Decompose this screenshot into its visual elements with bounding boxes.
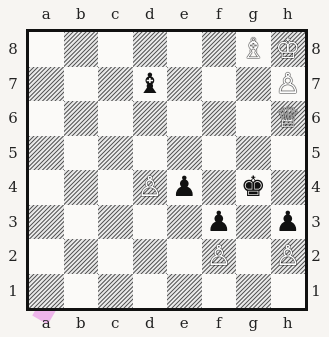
square-d8[interactable] [133,32,168,67]
file-label-c-bottom: c [105,314,125,332]
square-f1[interactable] [202,274,237,309]
black-pawn-e4[interactable]: ♟ [167,170,202,205]
square-c4[interactable] [98,170,133,205]
square-e5[interactable] [167,136,202,171]
square-b5[interactable] [64,136,99,171]
white-pawn-d4[interactable]: ♙ [133,170,168,205]
square-a7[interactable] [29,67,64,102]
square-f7[interactable] [202,67,237,102]
square-c2[interactable] [98,239,133,274]
chess-board: ♔♗♙♕♙♙♙♝♟♚♟♟ [26,29,308,311]
square-c3[interactable] [98,205,133,240]
square-g1[interactable] [236,274,271,309]
white-pawn-h7[interactable]: ♙ [271,67,306,102]
file-label-e-bottom: e [174,314,194,332]
file-label-g-top: g [243,5,263,23]
square-e3[interactable] [167,205,202,240]
black-king-g4[interactable]: ♚ [236,170,271,205]
square-e1[interactable] [167,274,202,309]
rank-label-7-right: 7 [306,75,326,93]
file-label-a-bottom: a [36,314,56,332]
white-bishop-g8[interactable]: ♗ [236,32,271,67]
white-king-h8[interactable]: ♔ [271,32,306,67]
rank-label-4-right: 4 [306,178,326,196]
square-a4[interactable] [29,170,64,205]
square-b4[interactable] [64,170,99,205]
square-a5[interactable] [29,136,64,171]
rank-label-4-left: 4 [3,178,23,196]
square-a8[interactable] [29,32,64,67]
file-label-f-bottom: f [209,314,229,332]
square-f6[interactable] [202,101,237,136]
square-d2[interactable] [133,239,168,274]
square-c6[interactable] [98,101,133,136]
rank-label-3-right: 3 [306,213,326,231]
square-d3[interactable] [133,205,168,240]
square-d6[interactable] [133,101,168,136]
rank-label-3-left: 3 [3,213,23,231]
file-label-a-top: a [36,5,56,23]
square-g7[interactable] [236,67,271,102]
file-label-h-bottom: h [278,314,298,332]
square-f4[interactable] [202,170,237,205]
square-f5[interactable] [202,136,237,171]
square-g6[interactable] [236,101,271,136]
file-label-c-top: c [105,5,125,23]
rank-label-2-right: 2 [306,247,326,265]
square-c5[interactable] [98,136,133,171]
square-h5[interactable] [271,136,306,171]
rank-label-1-left: 1 [3,282,23,300]
rank-label-8-right: 8 [306,40,326,58]
square-h1[interactable] [271,274,306,309]
square-b2[interactable] [64,239,99,274]
black-bishop-d7[interactable]: ♝ [133,67,168,102]
file-label-d-top: d [140,5,160,23]
square-a2[interactable] [29,239,64,274]
square-g2[interactable] [236,239,271,274]
square-g3[interactable] [236,205,271,240]
square-b8[interactable] [64,32,99,67]
white-queen-h6[interactable]: ♕ [271,101,306,136]
rank-label-1-right: 1 [306,282,326,300]
square-c7[interactable] [98,67,133,102]
square-h4[interactable] [271,170,306,205]
rank-label-7-left: 7 [3,75,23,93]
file-label-d-bottom: d [140,314,160,332]
black-pawn-h3[interactable]: ♟ [271,205,306,240]
square-c8[interactable] [98,32,133,67]
square-f8[interactable] [202,32,237,67]
square-e6[interactable] [167,101,202,136]
square-e7[interactable] [167,67,202,102]
rank-label-6-left: 6 [3,109,23,127]
rank-label-5-right: 5 [306,144,326,162]
black-pawn-f3[interactable]: ♟ [202,205,237,240]
rank-label-6-right: 6 [306,109,326,127]
file-label-e-top: e [174,5,194,23]
white-pawn-h2[interactable]: ♙ [271,239,306,274]
rank-label-5-left: 5 [3,144,23,162]
square-b7[interactable] [64,67,99,102]
file-label-b-bottom: b [71,314,91,332]
rank-label-8-left: 8 [3,40,23,58]
file-label-b-top: b [71,5,91,23]
square-b1[interactable] [64,274,99,309]
square-e8[interactable] [167,32,202,67]
square-g5[interactable] [236,136,271,171]
square-a6[interactable] [29,101,64,136]
square-b6[interactable] [64,101,99,136]
square-c1[interactable] [98,274,133,309]
file-label-f-top: f [209,5,229,23]
square-d1[interactable] [133,274,168,309]
rank-label-2-left: 2 [3,247,23,265]
square-b3[interactable] [64,205,99,240]
white-pawn-f2[interactable]: ♙ [202,239,237,274]
file-label-h-top: h [278,5,298,23]
square-e2[interactable] [167,239,202,274]
file-label-g-bottom: g [243,314,263,332]
square-a3[interactable] [29,205,64,240]
square-d5[interactable] [133,136,168,171]
square-a1[interactable] [29,274,64,309]
